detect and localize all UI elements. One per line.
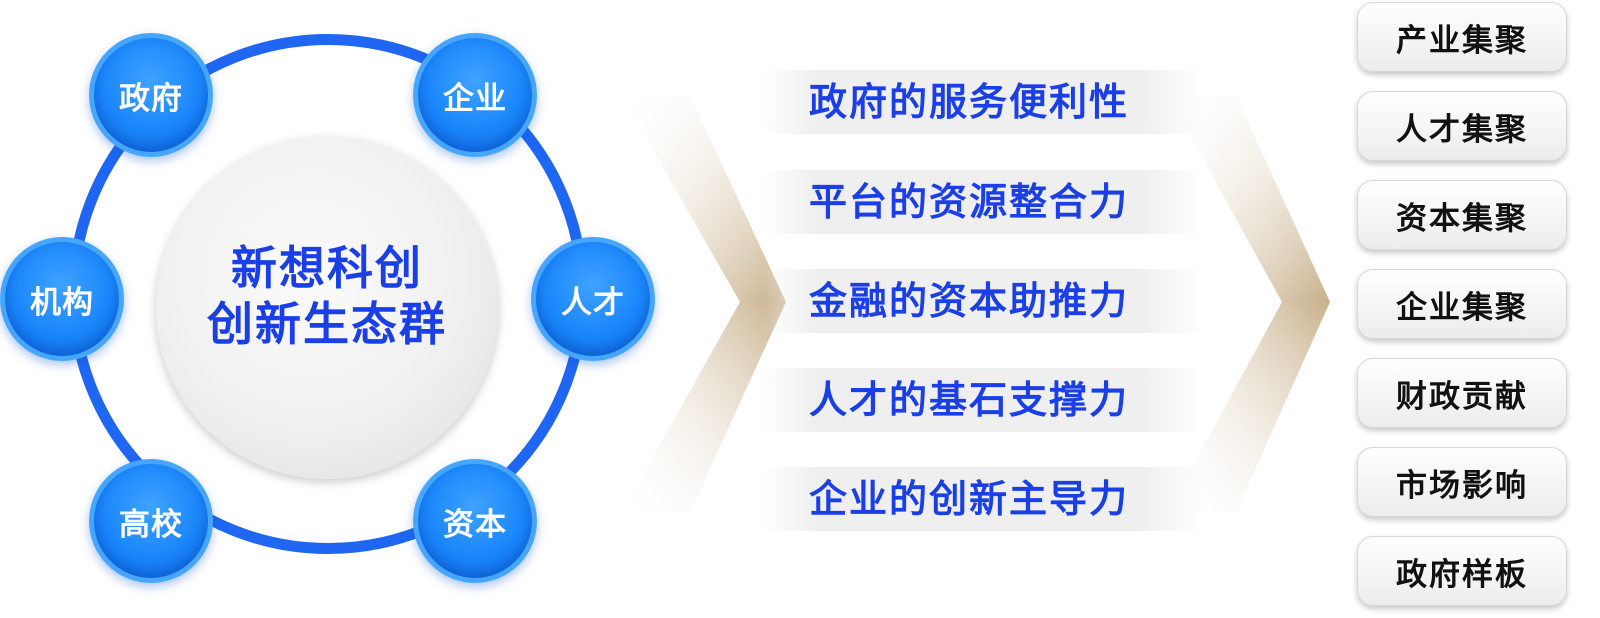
capability-row: 金融的资本助推力 xyxy=(763,269,1203,333)
outcome-pill: 市场影响 xyxy=(1357,447,1567,517)
chevron-left-lower xyxy=(622,302,786,512)
outcome-pill: 人才集聚 xyxy=(1357,91,1567,161)
capability-row: 人才的基石支撑力 xyxy=(763,368,1203,432)
chevron-left-upper xyxy=(622,96,786,302)
chevron-right-lower xyxy=(1168,302,1330,512)
hub-title: 新想科创 创新生态群 xyxy=(156,240,498,352)
node-capital: 资本 xyxy=(413,459,537,583)
outcome-pill: 政府样板 xyxy=(1357,536,1567,606)
hub-core xyxy=(156,137,498,479)
outcome-pill: 资本集聚 xyxy=(1357,180,1567,250)
node-university: 高校 xyxy=(89,459,213,583)
capability-row: 企业的创新主导力 xyxy=(763,467,1203,531)
capability-row: 政府的服务便利性 xyxy=(763,70,1203,134)
capability-label: 人才的基石支撑力 xyxy=(809,378,1130,422)
chevron-right-upper xyxy=(1168,96,1330,302)
node-enterprise: 企业 xyxy=(413,33,537,157)
capability-label: 金融的资本助推力 xyxy=(809,279,1130,323)
node-institution: 机构 xyxy=(0,237,124,361)
capability-label: 政府的服务便利性 xyxy=(809,80,1130,124)
capability-label: 平台的资源整合力 xyxy=(809,180,1130,224)
node-talent: 人才 xyxy=(531,237,655,361)
hub-title-line1: 新想科创 xyxy=(231,241,423,295)
hub-title-line2: 创新生态群 xyxy=(207,297,447,351)
outcome-pill: 产业集聚 xyxy=(1357,2,1567,72)
node-gov: 政府 xyxy=(89,33,213,157)
outcome-pill: 财政贡献 xyxy=(1357,358,1567,428)
capability-row: 平台的资源整合力 xyxy=(763,170,1203,234)
outcome-pill: 企业集聚 xyxy=(1357,269,1567,339)
capability-label: 企业的创新主导力 xyxy=(809,477,1130,521)
